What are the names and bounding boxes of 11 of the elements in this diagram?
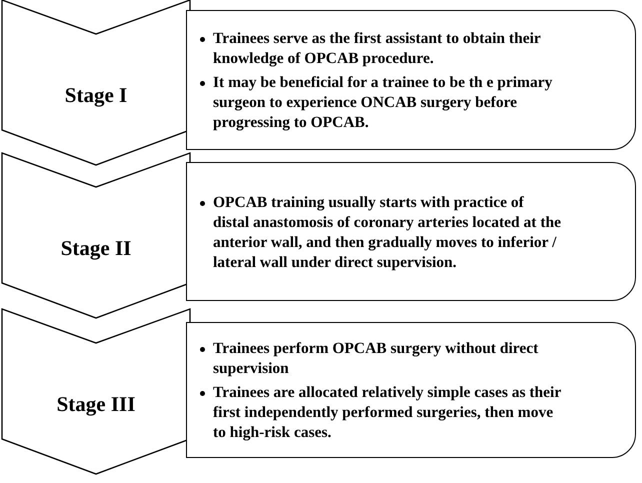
description-card <box>186 10 636 150</box>
bullet-text: Trainees are allocated relatively simple cases as their first independently performed surgeries, then move to high-risk cases. <box>213 384 561 441</box>
description-card <box>186 162 636 301</box>
bullet-text: It may be beneficial for a trainee to be th e primary surgeon to experience ONCAB surgery before progressing to OPCAB. <box>213 74 552 131</box>
description-card <box>186 322 636 458</box>
stage-label: Stage III <box>56 392 136 416</box>
stage-label: Stage I <box>64 82 128 108</box>
bullet-text: Trainees perform OPCAB surgery without direct supervision <box>213 340 538 377</box>
bullet-text: Trainees serve as the first assistant to obtain their knowledge of OPCAB procedure. <box>213 30 540 67</box>
stage-label: Stage II <box>60 236 132 260</box>
bullet-text: OPCAB training usually starts with practice of distal anastomosis of coronary arteries located at the anterior wall, and then gradually moves to inferior / lateral wall under direct supervision. <box>213 194 561 270</box>
